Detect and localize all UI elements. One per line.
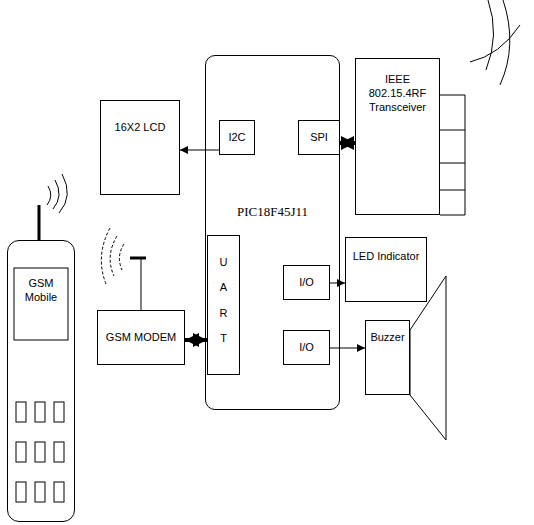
microcontroller-box: PIC18F45J11 I2C SPI UART I/O I/O	[205, 55, 340, 410]
keypad-key	[16, 442, 26, 462]
antenna-wave	[101, 228, 110, 284]
node-label: IEEE 802.15.4RF Transceiver	[356, 73, 439, 114]
port-box: I/O	[283, 265, 330, 300]
transceiver-frame	[440, 130, 465, 131]
node-label: Buzzer	[366, 331, 409, 345]
keypad-key	[54, 402, 64, 422]
speaker-cone	[410, 276, 446, 440]
bus-arrow	[185, 338, 207, 342]
modem-box: GSM MODEM	[97, 310, 185, 365]
node-label: SPI	[299, 131, 339, 145]
port-box: I2C	[219, 120, 255, 155]
antenna-wave	[110, 236, 117, 276]
signal-arrow	[330, 283, 345, 284]
radio-wave	[53, 180, 59, 209]
node-label: I/O	[284, 341, 329, 355]
radio-wave	[470, 25, 520, 62]
signal-arrow	[180, 150, 219, 151]
node-label: I/O	[284, 276, 329, 290]
buzzer-box: Buzzer	[365, 320, 410, 395]
display-box: 16X2 LCD	[100, 100, 180, 195]
radio-wave	[59, 174, 67, 213]
modem-antenna	[141, 258, 142, 310]
node-label: LED Indicator	[346, 250, 426, 264]
modem-antenna	[130, 257, 146, 260]
transceiver-frame	[440, 190, 465, 191]
node-label: 16X2 LCD	[101, 121, 179, 135]
node-label: I2C	[220, 131, 254, 145]
radio-wave	[486, 0, 494, 70]
bus-arrow	[340, 141, 355, 145]
keypad-key	[54, 442, 64, 462]
keypad-key	[54, 482, 64, 502]
keypad-key	[35, 482, 45, 502]
port-box: SPI	[298, 120, 340, 155]
node-label: PIC18F45J11	[206, 204, 339, 220]
keypad-key	[16, 402, 26, 422]
port-box: I/O	[283, 330, 330, 365]
transceiver-frame	[440, 95, 465, 215]
keypad-key	[16, 482, 26, 502]
mobile-antenna	[38, 205, 41, 241]
mobile-phone: GSM Mobile	[7, 240, 75, 522]
antenna-wave	[119, 244, 124, 270]
keypad-key	[35, 442, 45, 462]
node-label: GSM MODEM	[98, 331, 184, 345]
transceiver-frame	[440, 163, 465, 164]
node-label: GSM Mobile	[8, 277, 74, 305]
transceiver-box: IEEE 802.15.4RF Transceiver	[355, 58, 440, 215]
signal-arrow	[330, 348, 365, 349]
keypad-key	[35, 402, 45, 422]
node-label: UART	[218, 250, 229, 351]
radio-wave	[47, 186, 51, 205]
indicator-box: LED Indicator	[345, 237, 427, 302]
port-box: UART	[207, 235, 240, 375]
